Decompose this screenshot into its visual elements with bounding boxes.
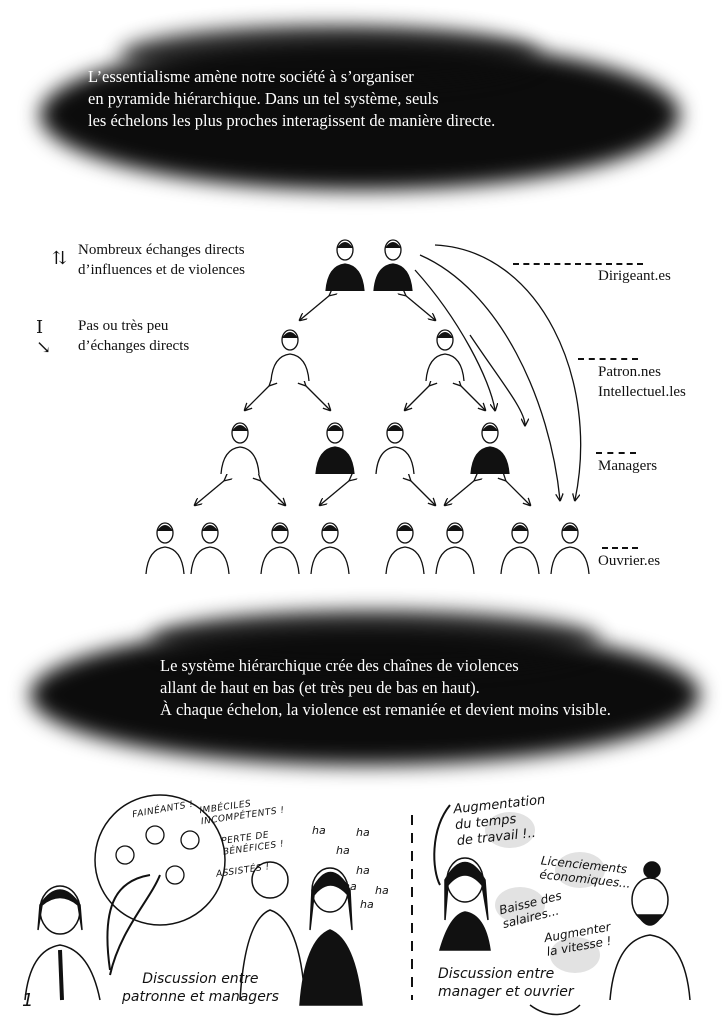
laugh: ha: [343, 880, 357, 893]
level-bosses: Patron.nes Intellectuel.les: [598, 362, 686, 402]
person-figure: [375, 422, 415, 475]
level-line: [578, 358, 638, 360]
second-line: À chaque échelon, la violence est remani…: [160, 700, 611, 719]
level-line: [513, 263, 643, 265]
laugh: ha: [356, 826, 370, 839]
level-managers: Managers: [598, 458, 658, 474]
person-figure: [325, 239, 365, 292]
legend-text: d’échanges directs: [78, 338, 190, 354]
legend-broken-arrow-icon: I↘: [36, 317, 52, 358]
caption-left: Discussion entre patronne et managers: [122, 970, 279, 1006]
person-figure: [310, 522, 350, 575]
level-workers: Ouvrier.es: [598, 553, 661, 569]
person-figure: [435, 522, 475, 575]
caption-line: manager et ouvrier: [438, 984, 574, 1000]
laugh: ha: [312, 824, 326, 837]
caption-line: patronne et managers: [122, 989, 279, 1005]
laugh: ha: [336, 844, 350, 857]
intro-line: les échelons les plus proches interagiss…: [88, 111, 496, 130]
level-line: [602, 547, 638, 549]
person-figure: [145, 522, 185, 575]
laugh: ha: [356, 864, 370, 877]
caption-line: Discussion entre: [438, 966, 555, 982]
second-line: Le système hiérarchique crée des chaînes…: [160, 656, 519, 675]
person-figure: [470, 422, 510, 475]
person-figure: [220, 422, 260, 475]
level-text: Intellectuel.les: [598, 384, 686, 400]
ink-cloud-middle-edge: [150, 610, 600, 670]
person-figure: [500, 522, 540, 575]
intro-text: L’essentialisme amène notre société à s’…: [88, 66, 495, 132]
laugh: ha: [375, 884, 389, 897]
second-text: Le système hiérarchique crée des chaînes…: [160, 655, 611, 721]
caption-right: Discussion entre manager et ouvrier: [438, 965, 574, 1001]
person-figure: [550, 522, 590, 575]
legend-direct: Nombreux échanges directs d’influences e…: [78, 240, 245, 280]
person-figure: [385, 522, 425, 575]
legend-indirect: Pas ou très peu d’échanges directs: [78, 316, 189, 356]
laugh: ha: [360, 898, 374, 911]
level-text: Patron.nes: [598, 364, 661, 380]
person-figure: [315, 422, 355, 475]
level-line: [596, 452, 636, 454]
person-figure: [373, 239, 413, 292]
intro-line: L’essentialisme amène notre société à s’…: [88, 67, 414, 86]
level-leaders: Dirigeant.es: [598, 268, 671, 284]
legend-text: Nombreux échanges directs: [78, 242, 245, 258]
page-number: 1: [22, 990, 34, 1011]
legend-text: Pas ou très peu: [78, 318, 169, 334]
person-figure: [270, 329, 310, 382]
speech-line: Augmentation du temps de travail !..: [452, 792, 547, 850]
legend-double-arrow-icon: ⇅: [52, 248, 68, 269]
ink-cloud-top-edge: [120, 25, 540, 85]
intro-line: en pyramide hiérarchique. Dans un tel sy…: [88, 89, 439, 108]
person-figure: [425, 329, 465, 382]
person-figure: [190, 522, 230, 575]
legend-text: d’influences et de violences: [78, 262, 246, 278]
speech-bubble: [106, 874, 151, 971]
second-line: allant de haut en bas (et très peu de ba…: [160, 678, 480, 697]
caption-line: Discussion entre: [142, 971, 259, 987]
person-figure: [260, 522, 300, 575]
